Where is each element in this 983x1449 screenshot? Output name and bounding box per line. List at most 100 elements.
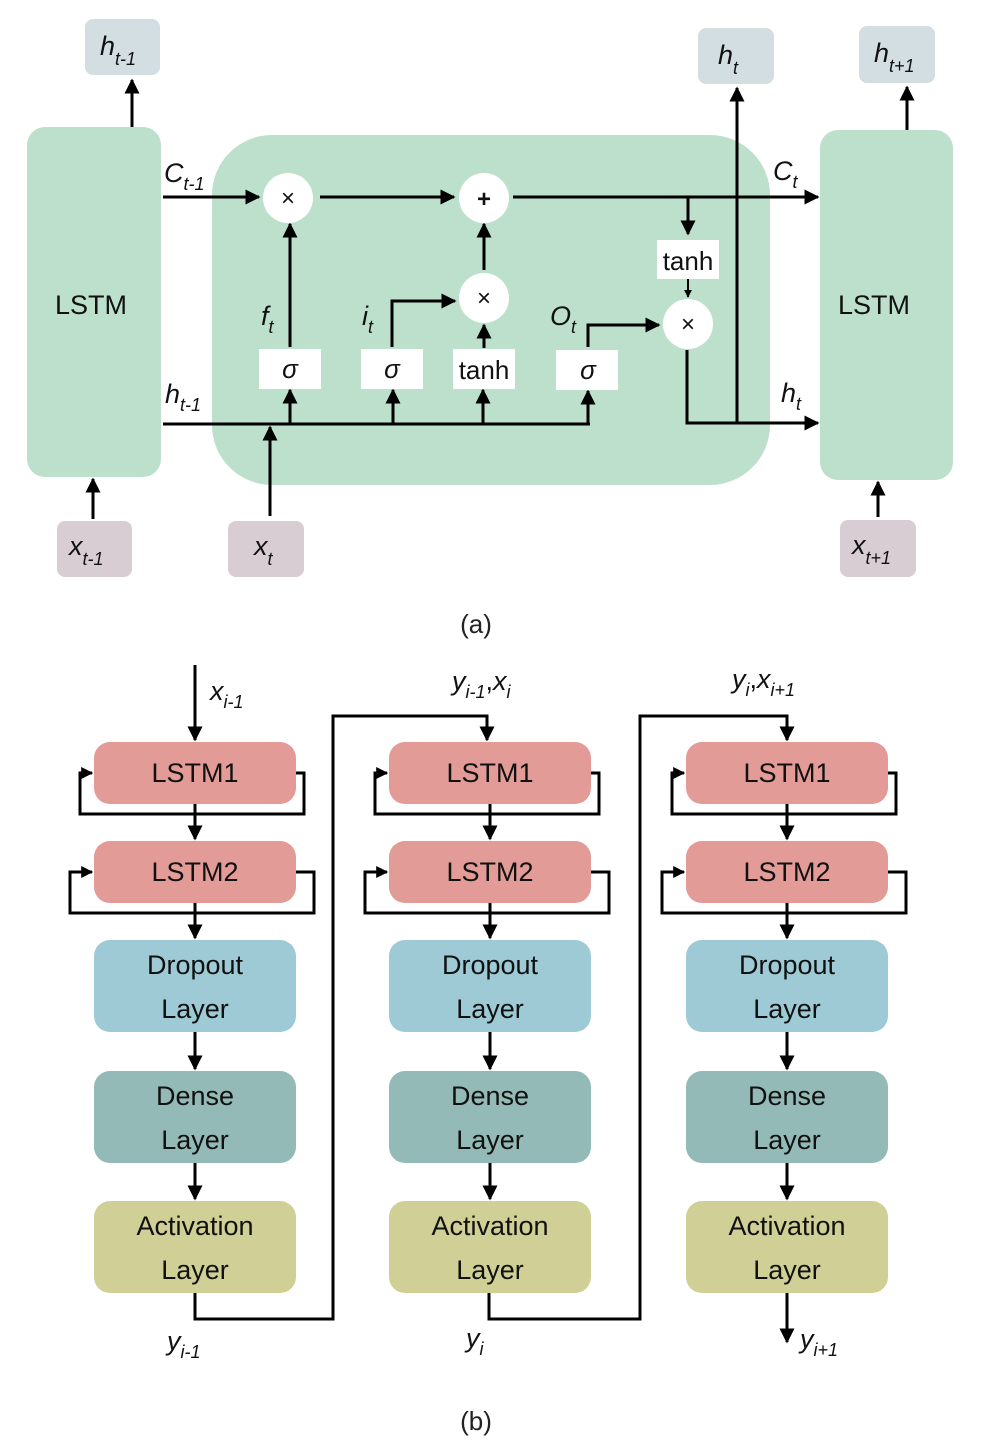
recurrent-loop-lstm2 xyxy=(68,866,316,915)
cell-tanh-box xyxy=(657,240,719,279)
lstm1-layer-box xyxy=(389,742,591,804)
input-gate-box xyxy=(361,349,423,389)
dropout-label-line2: Layer xyxy=(753,994,821,1024)
dropout-label-line1: Dropout xyxy=(739,950,836,980)
input-box-x-prev xyxy=(57,521,132,577)
dropout-label-line1: Dropout xyxy=(147,950,244,980)
activation-label-line1: Activation xyxy=(728,1211,845,1241)
output-gate-symbol: σ xyxy=(580,355,597,385)
input-box-x-next xyxy=(840,520,916,577)
part-a-lstm-unrolled: LSTM LSTM ht-1 ht ht+1 xt-1 xt xt+1 xyxy=(27,19,953,639)
column-3: LSTM1LSTM2DropoutLayerDenseLayerActivati… xyxy=(660,742,908,1293)
caption-b: (b) xyxy=(460,1406,492,1436)
recurrent-loop-lstm2 xyxy=(363,866,611,915)
input-label-col3: yi,xi+1 xyxy=(730,664,795,700)
right-lstm-cell xyxy=(820,130,953,480)
dropout-label-line2: Layer xyxy=(456,994,524,1024)
label-output: Ot xyxy=(550,301,577,337)
output-mul-node xyxy=(663,299,713,349)
add-node xyxy=(459,173,509,223)
output-box-h-t xyxy=(698,28,774,84)
label-h-prev: ht-1 xyxy=(165,379,201,415)
column-2: LSTM1LSTM2DropoutLayerDenseLayerActivati… xyxy=(363,742,611,1293)
output-box-h-next xyxy=(859,26,935,83)
forget-mul-node xyxy=(263,173,313,223)
dense-layer-box xyxy=(389,1071,591,1163)
lstm1-layer-box xyxy=(94,742,296,804)
activation-layer-box xyxy=(389,1201,591,1293)
input-label-col2: yi-1,xi xyxy=(450,666,512,702)
dense-label-line1: Dense xyxy=(451,1081,529,1111)
lstm2-label: LSTM2 xyxy=(151,857,238,887)
output-h-prev-label: ht-1 xyxy=(100,31,136,69)
output-h-t-label: ht xyxy=(718,40,739,78)
dropout-label-line2: Layer xyxy=(161,994,229,1024)
caption-a: (a) xyxy=(460,609,492,639)
dropout-label-line1: Dropout xyxy=(442,950,539,980)
left-lstm-cell xyxy=(27,127,161,477)
input-x-prev-label: xt-1 xyxy=(67,531,104,569)
forget-gate-symbol: σ xyxy=(282,354,299,384)
dropout-layer-box xyxy=(686,940,888,1032)
activation-label-line2: Layer xyxy=(456,1255,524,1285)
lstm2-label: LSTM2 xyxy=(743,857,830,887)
label-input: it xyxy=(362,301,374,337)
dense-label-line2: Layer xyxy=(456,1125,524,1155)
label-forget: ft xyxy=(261,301,275,337)
recurrent-loop-lstm1 xyxy=(670,767,898,816)
connector-col1-to-col2 xyxy=(193,714,495,1321)
input-to-mul xyxy=(390,293,457,347)
lstm2-label: LSTM2 xyxy=(446,857,533,887)
input-gate-symbol: σ xyxy=(384,354,401,384)
lstm2-layer-box xyxy=(94,841,296,903)
lstm2-layer-box xyxy=(389,841,591,903)
dense-label-line1: Dense xyxy=(156,1081,234,1111)
candidate-gate-box xyxy=(453,349,515,389)
output-h-next-label: ht+1 xyxy=(874,38,915,76)
output-label-col3: yi+1 xyxy=(798,1324,838,1360)
cell-tanh-symbol: tanh xyxy=(663,246,714,276)
dropout-layer-box xyxy=(389,940,591,1032)
label-c-prev: Ct-1 xyxy=(164,158,205,194)
output-label-col2: yi xyxy=(464,1323,485,1359)
lstm1-label: LSTM1 xyxy=(446,758,533,788)
part-b-stacked-lstm: LSTM1LSTM2DropoutLayerDenseLayerActivati… xyxy=(68,664,908,1362)
input-mul-node xyxy=(459,273,509,323)
forget-mul-symbol: × xyxy=(281,185,295,212)
output-box-h-prev xyxy=(85,19,160,75)
dense-layer-box xyxy=(94,1071,296,1163)
right-lstm-label: LSTM xyxy=(838,290,910,320)
column-1: LSTM1LSTM2DropoutLayerDenseLayerActivati… xyxy=(68,742,316,1293)
recurrent-loop-lstm1 xyxy=(78,767,306,816)
dense-label-line2: Layer xyxy=(161,1125,229,1155)
hidden-out-line xyxy=(685,350,820,431)
label-h-next: ht xyxy=(781,378,802,414)
dense-label-line1: Dense xyxy=(748,1081,826,1111)
candidate-gate-symbol: tanh xyxy=(459,355,510,385)
activation-label-line1: Activation xyxy=(136,1211,253,1241)
dense-layer-box xyxy=(686,1071,888,1163)
dense-label-line2: Layer xyxy=(753,1125,821,1155)
activation-layer-box xyxy=(94,1201,296,1293)
dropout-layer-box xyxy=(94,940,296,1032)
input-label-col1: xi-1 xyxy=(208,676,244,712)
activation-label-line2: Layer xyxy=(161,1255,229,1285)
activation-label-line1: Activation xyxy=(431,1211,548,1241)
lstm1-layer-box xyxy=(686,742,888,804)
lstm1-label: LSTM1 xyxy=(743,758,830,788)
input-box-x-t xyxy=(228,521,304,577)
output-gate-to-mul xyxy=(586,317,661,347)
left-lstm-label: LSTM xyxy=(55,290,127,320)
lstm2-layer-box xyxy=(686,841,888,903)
output-gate-box xyxy=(556,350,618,390)
lstm1-label: LSTM1 xyxy=(151,758,238,788)
input-mul-symbol: × xyxy=(477,285,491,312)
forget-gate-box xyxy=(259,349,321,389)
label-c-next: Ct xyxy=(773,156,799,192)
input-x-t-label: xt xyxy=(252,531,274,569)
recurrent-loop-lstm1 xyxy=(373,767,601,816)
output-mul-symbol: × xyxy=(681,311,695,338)
output-label-col1: yi-1 xyxy=(165,1326,201,1362)
activation-label-line2: Layer xyxy=(753,1255,821,1285)
